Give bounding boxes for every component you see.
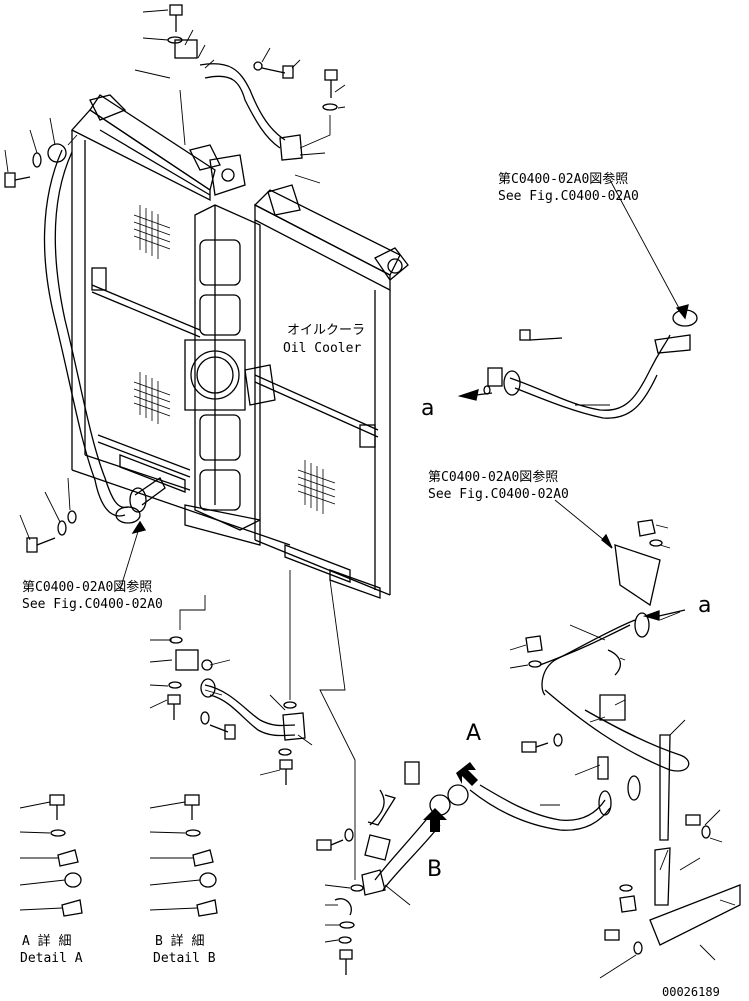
leader-lines	[4, 9, 736, 979]
mid-left-hose	[175, 649, 306, 741]
detail-b-en: Detail B	[153, 951, 216, 966]
ref-mid-jp: 第C0400-02A0図参照	[428, 470, 559, 485]
oil-cooler-label-jp: オイルクーラ	[287, 323, 366, 338]
right-lower-assembly	[469, 544, 741, 946]
ref-left-jp: 第C0400-02A0図参照	[22, 580, 153, 595]
detail-b-jp: B 詳 細	[155, 934, 205, 949]
detail-b-parts	[184, 794, 218, 917]
top-bolts	[167, 4, 338, 111]
right-upper-hose	[483, 309, 698, 419]
radiator-mesh-lower	[133, 372, 171, 424]
top-hose	[174, 39, 303, 161]
oil-cooler-panel	[244, 184, 409, 596]
center-frame	[184, 154, 261, 546]
oil-cooler-label-en: Oil Cooler	[283, 341, 362, 356]
arrows	[131, 304, 689, 621]
view-label-b: B	[427, 857, 443, 882]
ref-top-jp: 第C0400-02A0図参照	[498, 172, 629, 187]
ref-top-en: See Fig.C0400-02A0	[498, 189, 639, 204]
drawing-number: 00026189	[662, 985, 720, 999]
oil-cooler-mesh	[297, 460, 336, 514]
mid-left-bolts	[167, 636, 297, 785]
bottom-rails	[119, 454, 381, 599]
view-label-a: A	[466, 721, 482, 746]
radiator-panel-left	[70, 94, 291, 546]
ref-mid-en: See Fig.C0400-02A0	[428, 487, 569, 502]
direction-arrow-a	[456, 762, 478, 786]
left-hose	[43, 143, 166, 524]
radiator-mesh-upper	[133, 205, 171, 259]
ref-left-en: See Fig.C0400-02A0	[22, 597, 163, 612]
connection-label-a-right: a	[698, 593, 712, 618]
detail-a-jp: A 詳 細	[22, 934, 72, 949]
detail-a-en: Detail A	[20, 951, 83, 966]
detail-a-parts	[49, 794, 83, 917]
left-bolts	[4, 152, 77, 553]
right-bolts	[521, 519, 711, 955]
connection-label-a-left: a	[421, 396, 435, 421]
center-bottom-hose	[316, 761, 469, 975]
direction-arrow-b	[423, 808, 447, 832]
